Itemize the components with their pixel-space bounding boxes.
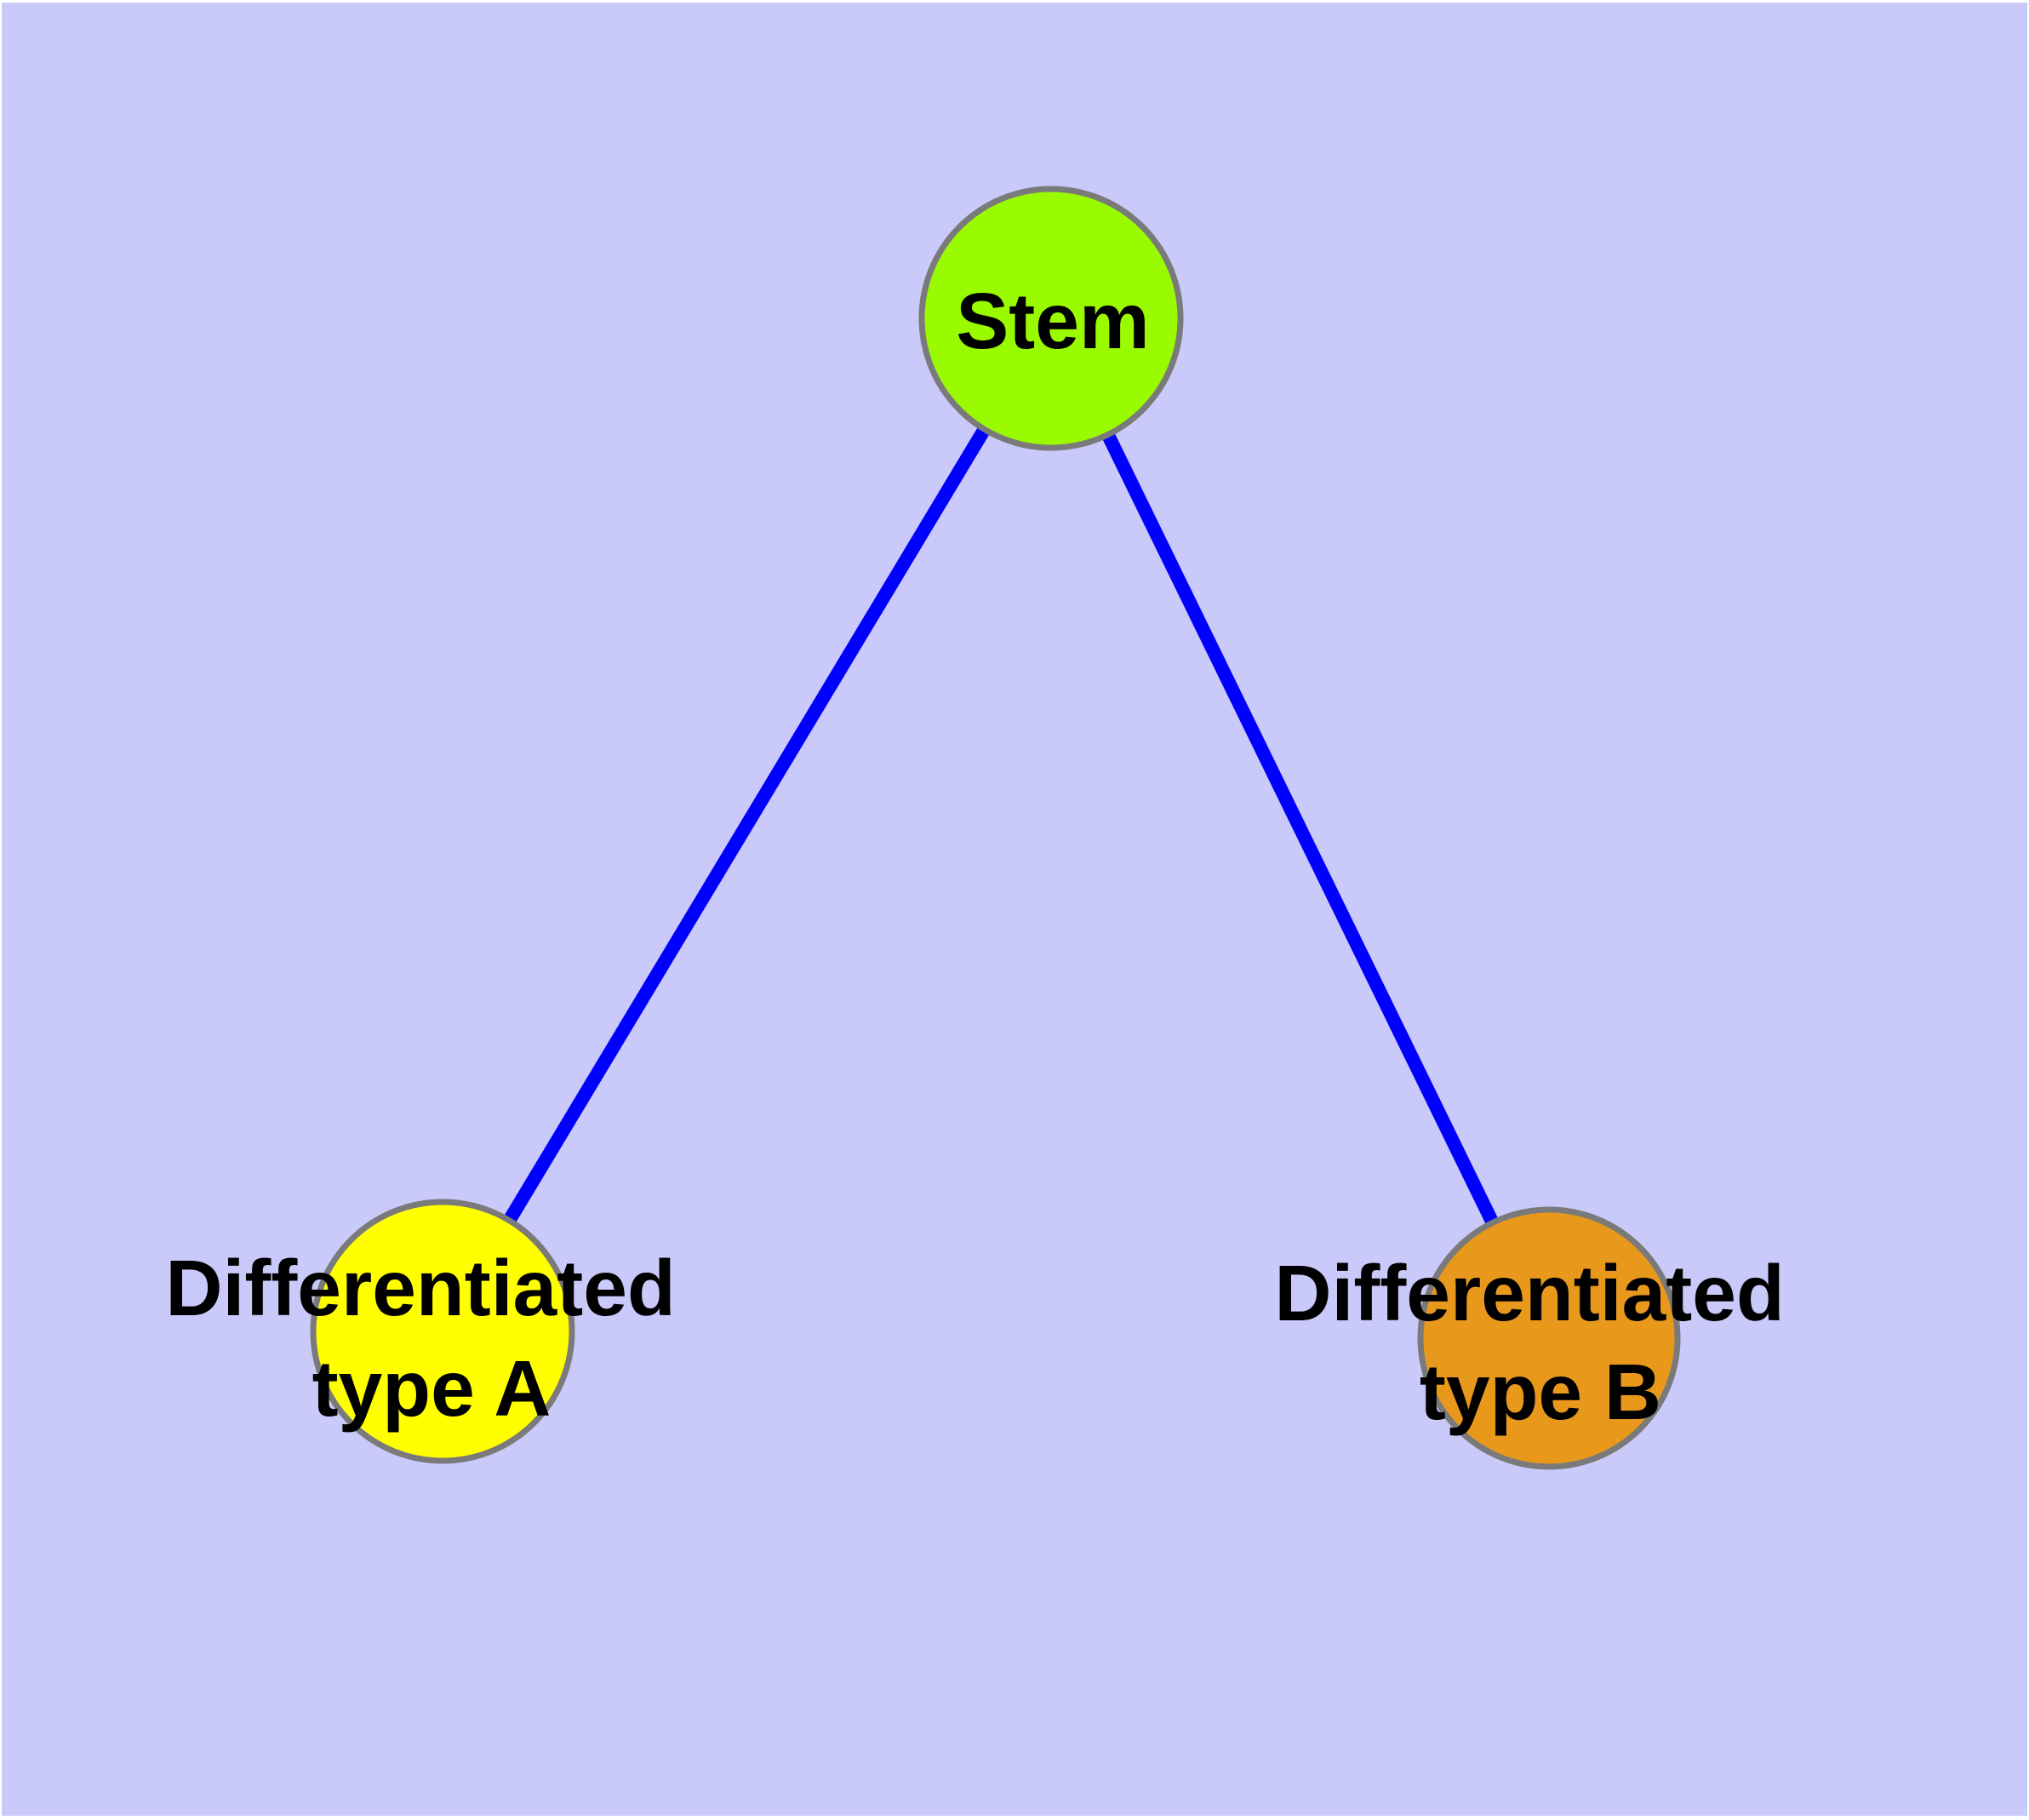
- edge-layer: [437, 314, 1556, 1342]
- node-label-type-b-line1: Differentiated: [1274, 1249, 1784, 1337]
- node-label-type-b: Differentiated type B: [1274, 1249, 1806, 1436]
- node-label-type-a-line2: type A: [312, 1344, 552, 1433]
- node-label-type-a-line1: Differentiated: [165, 1244, 675, 1332]
- node-circle-type-a: [310, 1199, 575, 1464]
- edge-stem-to-type-b: [1044, 315, 1556, 1342]
- node-circle-stem: [918, 186, 1184, 451]
- node-label-stem: Stem: [956, 277, 1149, 365]
- edge-stem-to-type-a: [437, 314, 1057, 1336]
- node-layer: Stem Differentiated type A Differentiate…: [165, 186, 1806, 1470]
- node-label-type-a: Differentiated type A: [165, 1244, 697, 1433]
- node-type-a: Differentiated type A: [165, 1199, 697, 1464]
- node-circle-type-b: [1417, 1206, 1681, 1470]
- node-type-b: Differentiated type B: [1274, 1206, 1806, 1470]
- node-label-type-b-line2: type B: [1420, 1348, 1661, 1436]
- node-stem: Stem: [918, 186, 1184, 451]
